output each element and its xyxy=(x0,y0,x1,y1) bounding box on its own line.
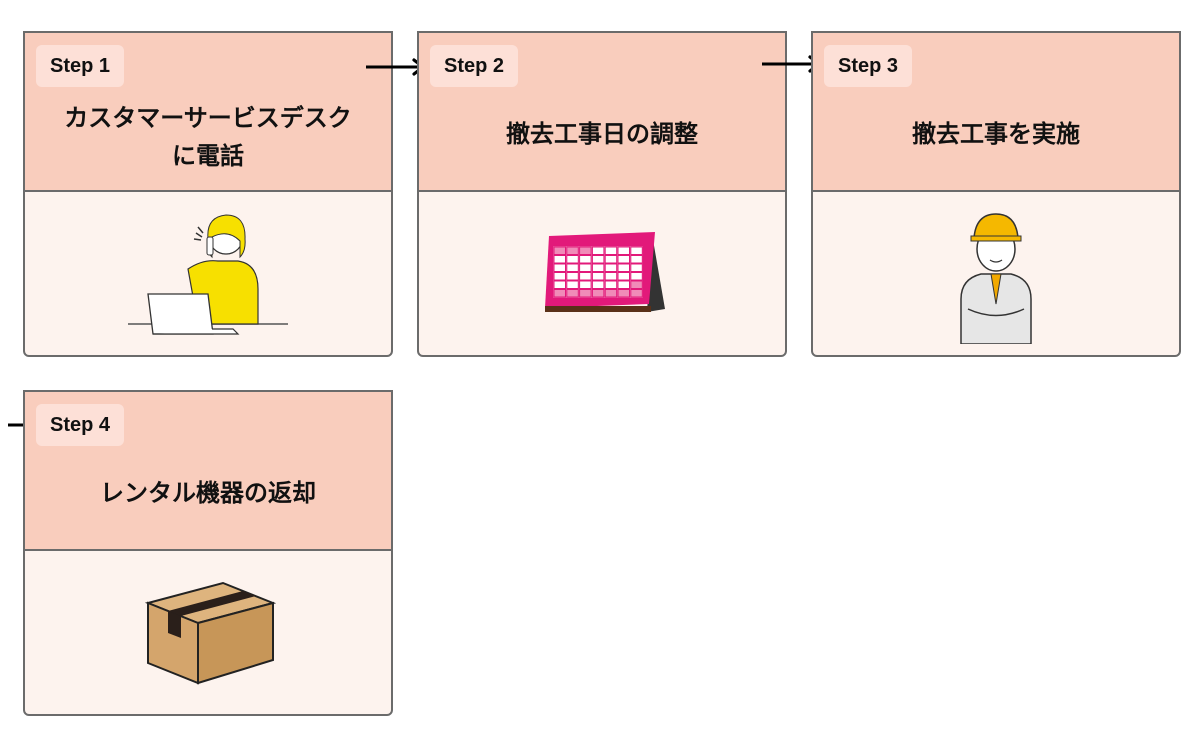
step-badge: Step 3 xyxy=(824,45,913,87)
step-title: カスタマーサービスデスクに電話 xyxy=(64,103,352,170)
step-card-4: Step 4 レンタル機器の返却 xyxy=(23,390,393,716)
step-header: Step 4 レンタル機器の返却 xyxy=(25,392,391,551)
step-card-2: Step 2 撤去工事日の調整 xyxy=(417,31,787,357)
step-illustration xyxy=(419,192,785,355)
step-badge: Step 1 xyxy=(36,45,125,87)
step-badge: Step 4 xyxy=(36,404,125,446)
step-title: 撤去工事を実施 xyxy=(912,119,1080,148)
step-header: Step 3 撤去工事を実施 xyxy=(813,33,1179,192)
step-illustration xyxy=(25,551,391,714)
step-illustration xyxy=(25,192,391,355)
desk-calendar-icon xyxy=(545,231,665,312)
step-title: レンタル機器の返却 xyxy=(100,478,316,507)
step-illustration xyxy=(813,192,1179,355)
construction-worker-icon xyxy=(960,212,1032,344)
step-badge: Step 2 xyxy=(430,45,519,87)
step-header: Step 1 カスタマーサービスデスクに電話 xyxy=(25,33,391,192)
cardboard-box-icon xyxy=(144,581,277,684)
step-card-1: Step 1 カスタマーサービスデスクに電話 xyxy=(23,31,393,357)
woman-on-phone-laptop-icon xyxy=(128,213,288,335)
step-card-3: Step 3 撤去工事を実施 xyxy=(811,31,1181,357)
step-header: Step 2 撤去工事日の調整 xyxy=(419,33,785,192)
step-title: 撤去工事日の調整 xyxy=(506,119,698,148)
